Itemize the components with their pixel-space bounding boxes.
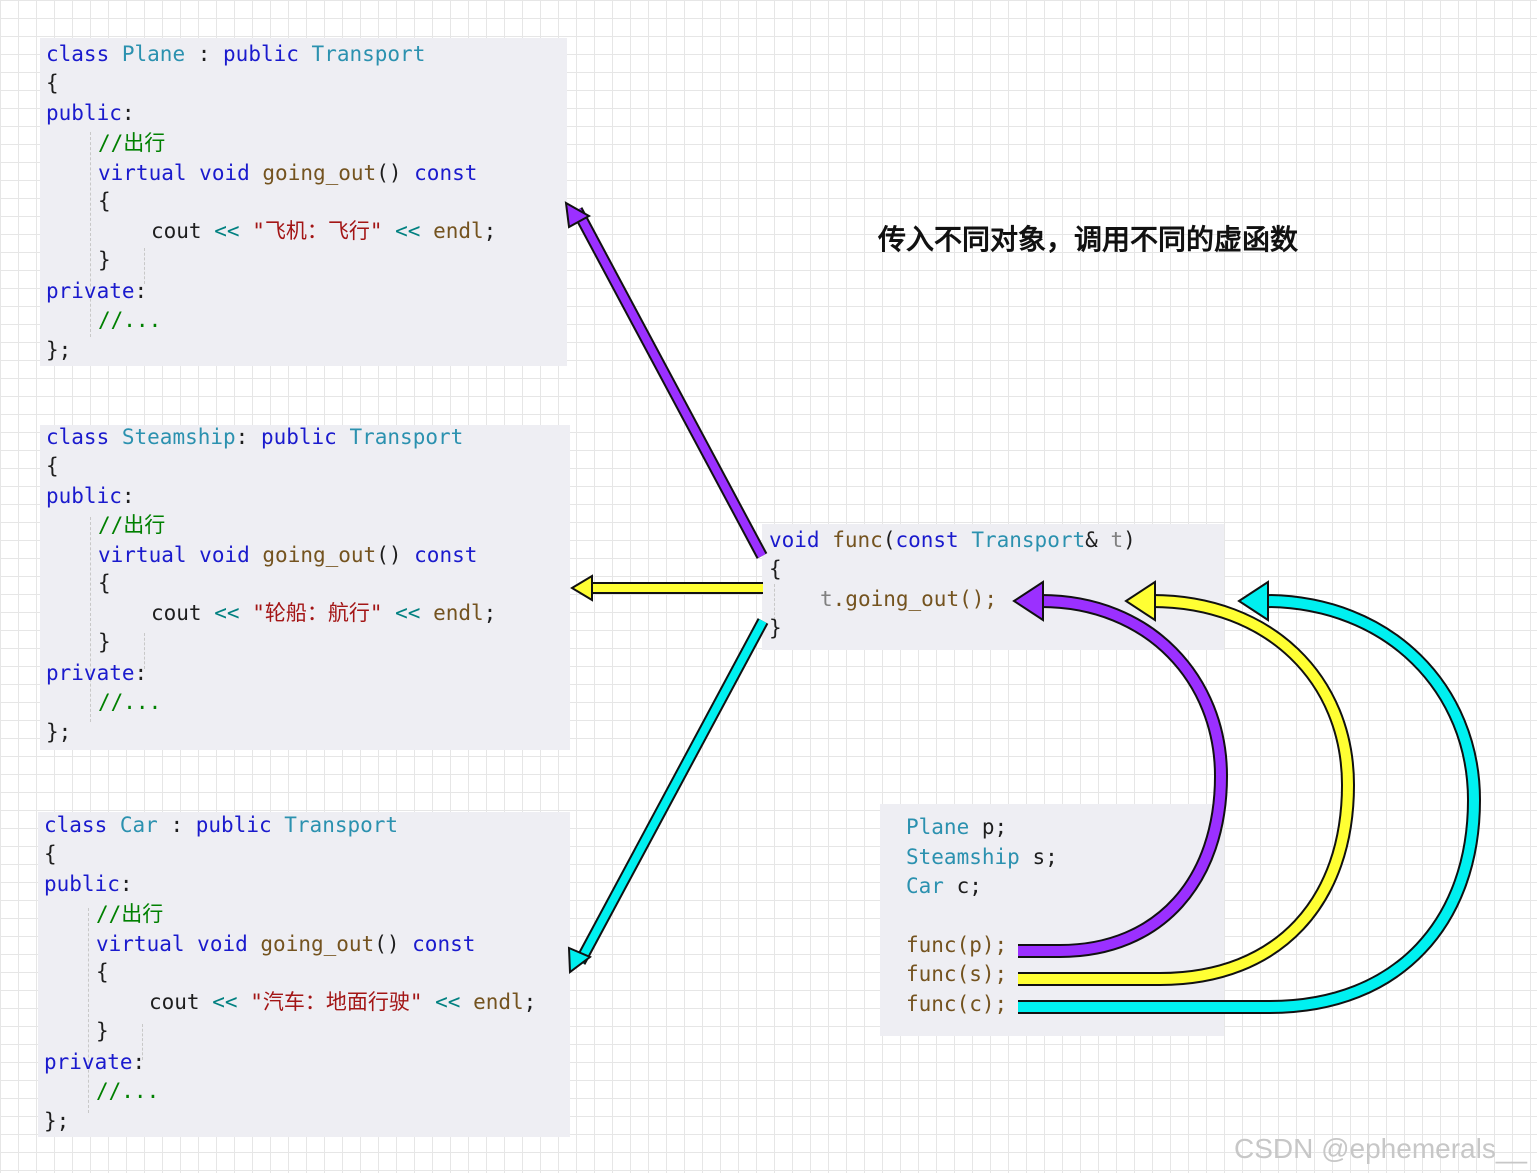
class-name: Car [119,813,158,837]
indent-guide [144,633,145,669]
diagram-title: 传入不同对象，调用不同的虚函数 [878,223,1299,256]
call-plane: func(p); [906,933,1008,957]
class-name: Plane [121,42,186,66]
arrow-to-plane [564,201,768,559]
class-name: Steamship [121,425,236,449]
indent-guide [88,908,89,1113]
call-steamship: func(s); [906,962,1008,986]
arrow-to-steamship [570,574,763,602]
car-class-code: class Car : public Transport { public: /… [38,812,570,1137]
main-code: Plane p; Steamship s; Car c; func(p); fu… [880,804,1224,1036]
watermark: CSDN @ephemerals__ [1234,1133,1527,1164]
curve-call-steamship [1018,580,1356,986]
output-string: "汽车：地面行驶" [250,990,423,1014]
indent-guide [774,584,775,620]
indent-guide [144,248,145,284]
output-string: "飞机：飞行" [252,219,383,243]
plane-class-code: class Plane : public Transport { public:… [40,38,567,366]
indent-guide [90,132,91,337]
indent-guide [142,1024,143,1060]
curve-call-car [1018,580,1482,1014]
curve-call-plane [1012,580,1229,958]
call-car: func(c); [906,992,1008,1016]
steamship-class-code: class Steamship: public Transport { publ… [40,425,570,750]
output-string: "轮船：航行" [252,601,383,625]
indent-guide [90,517,91,722]
arrow-to-car [567,618,769,974]
